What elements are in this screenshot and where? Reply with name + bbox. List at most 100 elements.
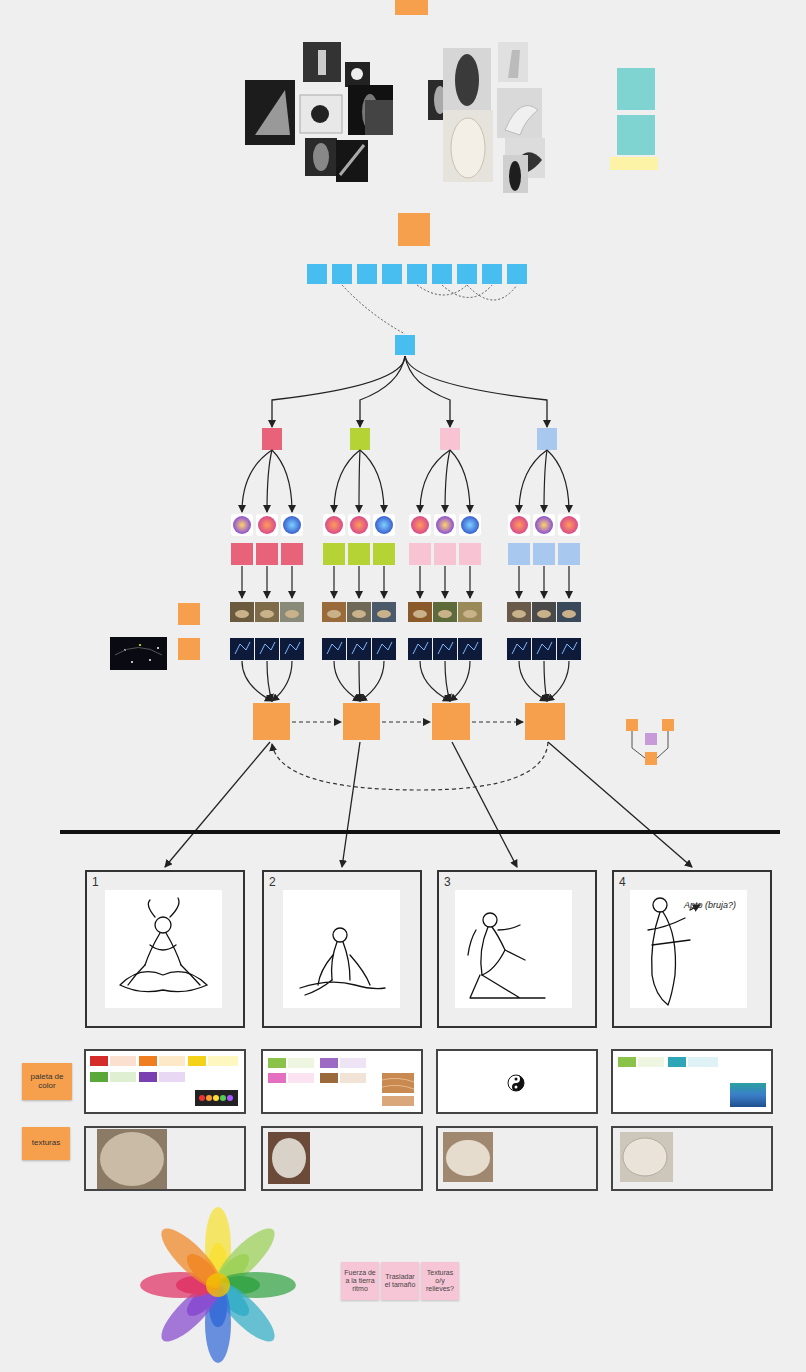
constellation-photo — [347, 638, 371, 660]
color-square — [508, 543, 530, 565]
branch-line — [543, 566, 544, 598]
board-shape — [457, 264, 477, 284]
board-shape — [150, 945, 176, 950]
board-shape — [468, 925, 520, 955]
merge-line — [445, 661, 450, 701]
subtree-lines — [242, 450, 569, 701]
board-shape — [110, 637, 167, 670]
dotted-links — [342, 285, 517, 334]
board-shape — [199, 1095, 205, 1101]
board-shape — [311, 105, 329, 123]
board-shape — [148, 898, 179, 917]
constellation-photo — [413, 642, 428, 654]
color-square — [434, 543, 456, 565]
board-shape — [515, 1078, 518, 1081]
board-shape — [85, 1050, 245, 1113]
sign-icon — [461, 516, 479, 534]
top-strip — [395, 0, 428, 15]
board-shape — [208, 1056, 238, 1066]
animal-photo — [235, 610, 249, 618]
icon-tile — [508, 514, 530, 536]
board-shape — [612, 870, 772, 1028]
board-shape — [110, 1072, 136, 1082]
merge-notes — [253, 703, 565, 740]
sticky-note: texturas — [22, 1127, 70, 1160]
merge-line — [544, 661, 547, 701]
board-shape — [100, 1132, 164, 1186]
animal-photo — [463, 610, 477, 618]
board-shape — [320, 1058, 338, 1068]
board-shape — [340, 1073, 366, 1083]
merge-line — [360, 661, 384, 701]
constellation-photo — [255, 638, 279, 660]
board-shape — [262, 1127, 422, 1190]
divider-line — [60, 830, 780, 834]
board-shape — [178, 603, 200, 625]
board-shape — [272, 1138, 306, 1178]
board-shape — [245, 80, 295, 145]
branch-line — [267, 450, 272, 512]
note-text: paleta de color — [25, 1073, 69, 1091]
merge-line — [450, 661, 470, 701]
board-shape — [253, 703, 290, 740]
board-shape — [515, 1086, 518, 1089]
constellation-photo — [512, 642, 527, 654]
board-shape — [446, 1140, 490, 1176]
branch-line — [547, 450, 569, 512]
board-shape — [407, 264, 427, 284]
icon-tile — [323, 514, 345, 536]
board-shape — [623, 1138, 667, 1176]
constellation-photo — [438, 642, 453, 654]
board-shape — [437, 1127, 597, 1190]
icon-tile — [409, 514, 431, 536]
branch-line — [420, 450, 450, 512]
panel-frame: 1 — [85, 870, 245, 1028]
board-shape — [395, 0, 428, 15]
animal-photo — [352, 610, 366, 618]
branch-line — [444, 566, 445, 598]
board-shape — [730, 1083, 766, 1107]
merge-line — [420, 661, 450, 701]
branch-line — [419, 566, 420, 598]
board-shape — [90, 1072, 108, 1082]
constellation-photo — [532, 638, 556, 660]
constellation-photo — [285, 642, 300, 654]
board-shape — [195, 1090, 238, 1106]
board-shape — [131, 661, 133, 663]
branch-line — [358, 566, 359, 598]
icon-tile — [348, 514, 370, 536]
branch-line — [359, 450, 360, 512]
branch-line — [241, 566, 242, 598]
merge-line — [334, 661, 360, 701]
board-shape — [688, 1057, 718, 1067]
constellation-photo — [507, 638, 531, 660]
icon-tile — [459, 514, 481, 536]
board-shape — [313, 143, 329, 171]
animal-photo — [557, 602, 581, 622]
board-shape — [508, 50, 520, 78]
board-shape — [300, 95, 342, 133]
board-shape — [382, 1078, 414, 1089]
board-shape — [630, 890, 747, 1008]
constellation-photo — [408, 638, 432, 660]
sticky-note: paleta de color — [22, 1063, 72, 1100]
orange-note — [398, 213, 430, 246]
board-shape — [283, 890, 400, 1008]
board-shape — [470, 950, 545, 998]
branch-line — [272, 450, 292, 512]
constellation-photo — [230, 638, 254, 660]
board-shape — [342, 742, 360, 867]
board-shape — [662, 719, 674, 731]
constellation-photo — [463, 642, 478, 654]
callout-number: 2 — [264, 872, 420, 889]
board-shape — [145, 933, 181, 965]
animal-photo — [438, 610, 452, 618]
branch-line — [469, 566, 470, 598]
constellation-photo — [322, 638, 346, 660]
board-shape — [343, 703, 380, 740]
board-shape — [620, 1132, 673, 1182]
dashed-flow — [272, 722, 548, 790]
board-shape — [443, 110, 493, 182]
board-shape — [405, 356, 547, 427]
